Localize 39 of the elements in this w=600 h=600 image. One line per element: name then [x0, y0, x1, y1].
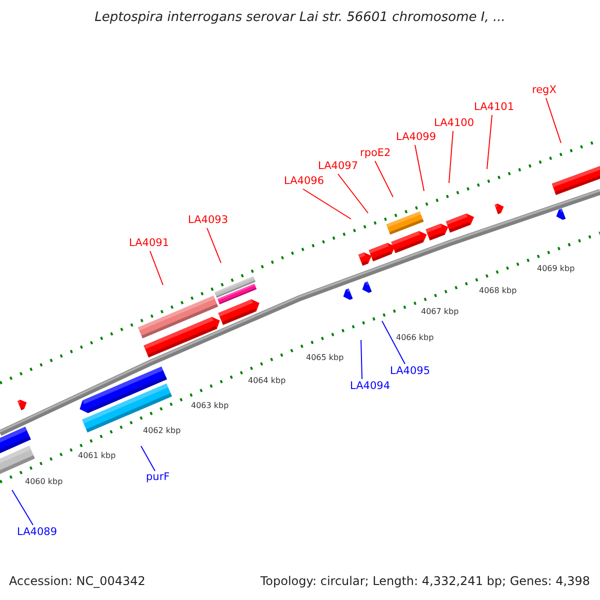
scale-label: 4062 kbp	[143, 426, 181, 436]
gene-label: LA4100	[434, 116, 474, 130]
gene-label: purF	[146, 470, 170, 484]
leader-line	[302, 188, 352, 220]
gene-label: LA4096	[284, 174, 324, 188]
scale-label: 4065 kbp	[306, 353, 344, 363]
gene-label: LA4091	[129, 236, 169, 250]
gene-label: rpoE2	[360, 146, 391, 160]
gene-label: LA4093	[188, 213, 228, 227]
leader-line	[140, 446, 156, 472]
scale-label: 4061 kbp	[78, 451, 116, 461]
gene-label: LA4101	[474, 100, 514, 114]
leader-line	[338, 174, 368, 214]
leader-line	[206, 228, 222, 264]
leader-line	[448, 130, 454, 184]
scale-label: 4064 kbp	[248, 376, 286, 386]
gene-label: LA4097	[318, 159, 358, 173]
leader-line	[414, 144, 424, 192]
leader-line	[12, 490, 34, 526]
scale-label: 4066 kbp	[396, 333, 434, 343]
footer-text: Accession: NC_004342	[9, 573, 146, 589]
chart-title: Leptospira interrogans serovar Lai str. 56601 chromosome I, ...	[94, 9, 506, 27]
footer-text: Topology: circular; Length: 4,332,241 bp; Genes: 4,398	[260, 573, 590, 589]
scale-label: 4060 kbp	[25, 477, 63, 487]
scale-label: 4063 kbp	[191, 401, 229, 411]
leader-line	[374, 160, 394, 198]
leader-line	[150, 250, 164, 286]
gene-label: regX	[532, 83, 556, 97]
gene-label: LA4099	[396, 130, 436, 144]
scale-label: 4068 kbp	[479, 286, 517, 296]
scale-label: 4069 kbp	[537, 264, 575, 274]
gene-label: LA4094	[350, 379, 390, 393]
leader-line	[382, 320, 406, 364]
leader-line	[360, 340, 362, 380]
scale-label: 4067 kbp	[421, 307, 459, 317]
leader-line	[546, 98, 562, 144]
gene-label: LA4095	[390, 364, 430, 378]
gene-label: LA4089	[17, 525, 57, 539]
leader-line	[486, 114, 492, 170]
